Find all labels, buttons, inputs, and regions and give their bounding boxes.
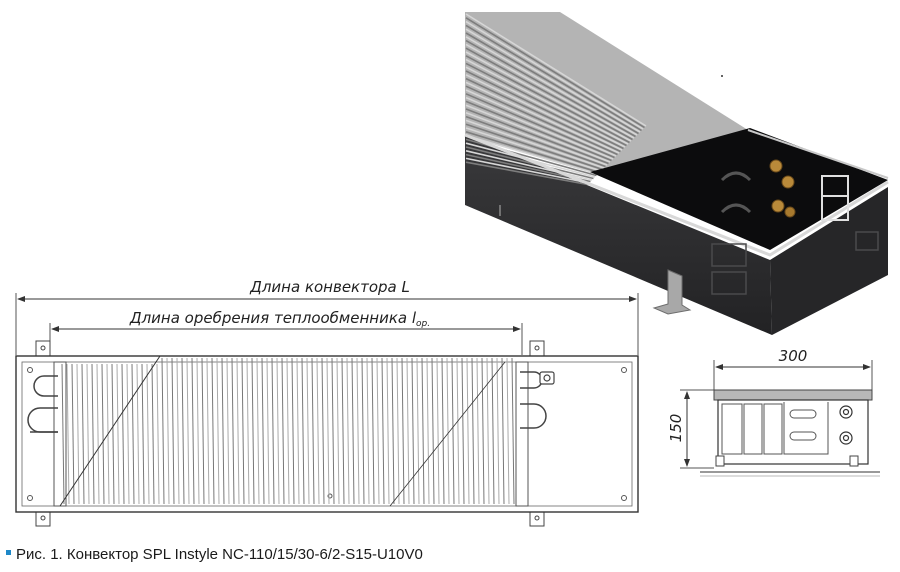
grille-surface (465, 12, 748, 175)
support-frame-right (515, 361, 529, 507)
caption-text: Рис. 1. Конвектор SPL Instyle NC-110/15/… (16, 546, 423, 563)
section-internals (721, 402, 829, 455)
height-label: 150 (667, 414, 685, 443)
mounting-lugs (35, 340, 545, 527)
housing-end (770, 187, 888, 335)
cross-section-drawing: 300 150 (667, 347, 880, 477)
caption-bullet-icon (6, 550, 11, 555)
length-label: Длина конвектора L (249, 278, 410, 296)
heat-exchanger-fins (61, 357, 515, 505)
section-grille (713, 389, 873, 401)
plan-view-drawing: Длина конвектора L Длина оребрения тепло… (15, 278, 639, 527)
cutaway-line (59, 355, 161, 507)
side-cutouts (711, 231, 879, 295)
section-valve-icon (839, 405, 853, 445)
housing-rim-back (747, 129, 889, 179)
screw-icons (27, 367, 627, 501)
housing-front (465, 135, 772, 335)
width-label: 300 (779, 347, 808, 365)
convector-3d-render (464, 12, 889, 335)
valve-icon (769, 159, 796, 218)
figure-caption: Рис. 1. Конвектор SPL Instyle NC-110/15/… (6, 546, 423, 563)
fin-length-label: Длина оребрения теплообменника lор. (129, 309, 430, 329)
section-feet (715, 455, 859, 467)
cutaway-line-right (389, 361, 506, 507)
housing-interior (590, 128, 888, 250)
mounting-bracket (652, 269, 692, 315)
connection-valve-icon (539, 371, 555, 385)
heat-exchanger-coils (720, 171, 752, 214)
end-profile (821, 175, 849, 221)
